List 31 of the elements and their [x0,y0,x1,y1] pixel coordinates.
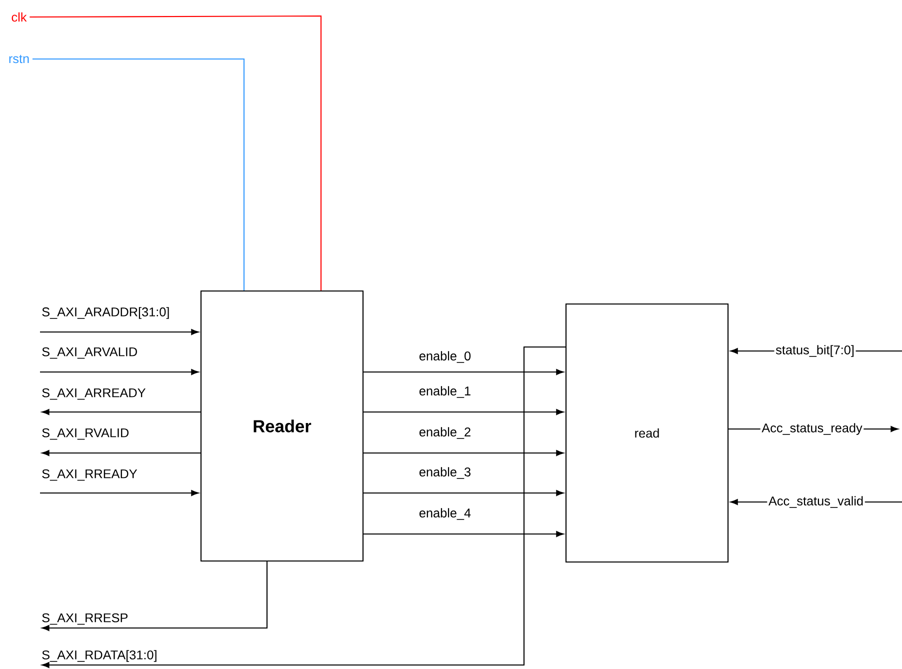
signal-name: clk [12,12,27,22]
signal-label: enable_3 [420,467,470,479]
signal-label: S_AXI_RRESP [42,613,128,625]
signal-arrow [40,369,199,375]
signal-label: S_AXI_ARADDR[31:0] [42,307,169,319]
signal-arrow [364,369,564,375]
signal-label: enable_1 [420,386,470,398]
signal-label: Acc_status_ready [760,422,864,436]
block-box: read [565,303,729,563]
signal-arrow [40,490,199,496]
signal-label: S_AXI_RDATA[31:0] [42,650,156,662]
signal-label: Acc_status_valid [767,494,865,510]
signal-arrow [364,450,564,456]
signal-arrow [364,490,564,496]
signal-label: S_AXI_ARVALID [42,347,137,359]
signal-arrow [364,409,564,415]
signal-label: S_AXI_ARREADY [42,388,146,400]
signal-arrow [364,531,564,537]
signal-arrow [42,450,200,456]
signal-label: enable_2 [420,427,470,439]
signal-label: enable_0 [420,351,471,363]
signal-label: S_AXI_RVALID [42,428,129,440]
signal-arrow [42,346,566,668]
signal-arrow [42,409,200,415]
signal-arrow [40,329,199,335]
block-box: Reader [200,290,364,562]
signal-label: enable_4 [420,508,471,520]
signal-name: rstn [9,54,29,64]
signal-arrow [42,562,268,631]
signal-label: status_bit[7:0] [774,344,856,358]
signal-label: S_AXI_RREADY [42,469,138,481]
